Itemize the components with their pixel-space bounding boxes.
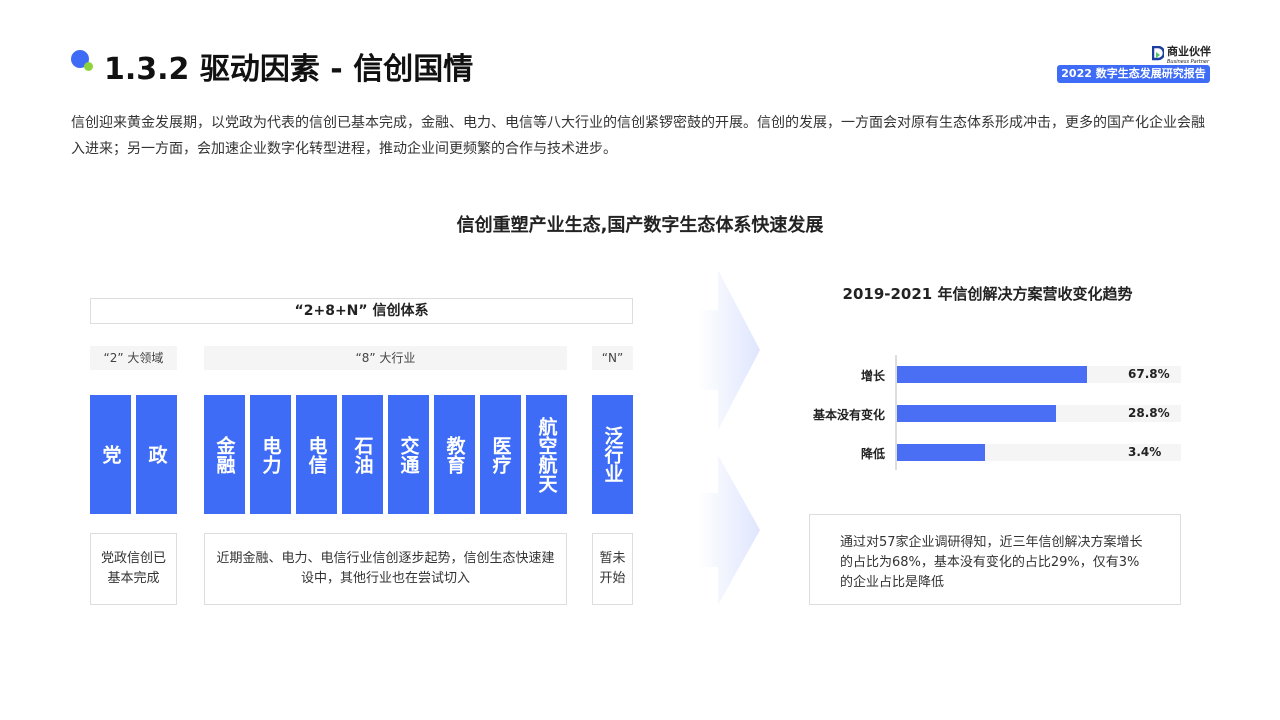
arrow-icon xyxy=(698,455,760,605)
bar-label: 降低 xyxy=(860,447,885,461)
arrow-icon xyxy=(698,270,760,430)
chart-note: 通过对57家企业调研得知，近三年信创解决方案增长的占比为68%，基本没有变化的占… xyxy=(809,514,1181,605)
chart-axis xyxy=(895,355,897,470)
bar-track xyxy=(897,444,1181,461)
sector-column: 医疗 xyxy=(480,395,521,514)
sector-column: 石油 xyxy=(342,395,383,514)
section-subtitle: 信创重塑产业生态,国产数字生态体系快速发展 xyxy=(456,215,824,236)
sector-column: 政 xyxy=(136,395,177,514)
note-n: 暂未开始 xyxy=(592,533,633,605)
bar xyxy=(897,366,1088,383)
logo-text: 商业伙伴 xyxy=(1167,45,1211,58)
logo-icon xyxy=(1152,46,1164,61)
chart-title: 2019-2021 年信创解决方案营收变化趋势 xyxy=(842,285,1133,303)
note-2: 党政信创已基本完成 xyxy=(90,533,177,605)
bar-track xyxy=(897,366,1181,383)
intro-text: 信创迎来黄金发展期，以党政为代表的信创已基本完成，金融、电力、电信等八大行业的信… xyxy=(71,115,1205,157)
group-n: “N” xyxy=(592,346,633,370)
group-2: “2” 大领域 xyxy=(90,346,177,370)
title-dot-icon xyxy=(84,62,93,71)
sector-column: 党 xyxy=(90,395,131,514)
note-8: 近期金融、电力、电信行业信创逐步起势，信创生态快速建设中，其他行业也在尝试切入 xyxy=(204,533,567,605)
report-badge: 2022 数字生态发展研究报告 xyxy=(1057,65,1210,83)
bar-track xyxy=(897,405,1181,422)
sector-column: 电力 xyxy=(250,395,291,514)
sector-column: 交通 xyxy=(388,395,429,514)
system-title: “2+8+N” 信创体系 xyxy=(90,298,633,324)
bar-value: 3.4% xyxy=(1128,445,1162,459)
bar xyxy=(897,444,986,461)
sector-column: 电信 xyxy=(296,395,337,514)
bar-value: 28.8% xyxy=(1128,406,1170,420)
bar-label: 基本没有变化 xyxy=(812,408,885,422)
page-title: 1.3.2 驱动因素 - 信创国情 xyxy=(104,52,474,87)
logo-sub: Business Partner xyxy=(1167,59,1210,65)
sector-column: 泛行业 xyxy=(592,395,633,514)
group-8: “8” 大行业 xyxy=(204,346,567,370)
bar xyxy=(897,405,1057,422)
sector-column: 教育 xyxy=(434,395,475,514)
sector-column: 金融 xyxy=(204,395,245,514)
bar-value: 67.8% xyxy=(1128,367,1170,381)
bar-label: 增长 xyxy=(860,369,885,383)
sector-column: 航空航天 xyxy=(526,395,567,514)
